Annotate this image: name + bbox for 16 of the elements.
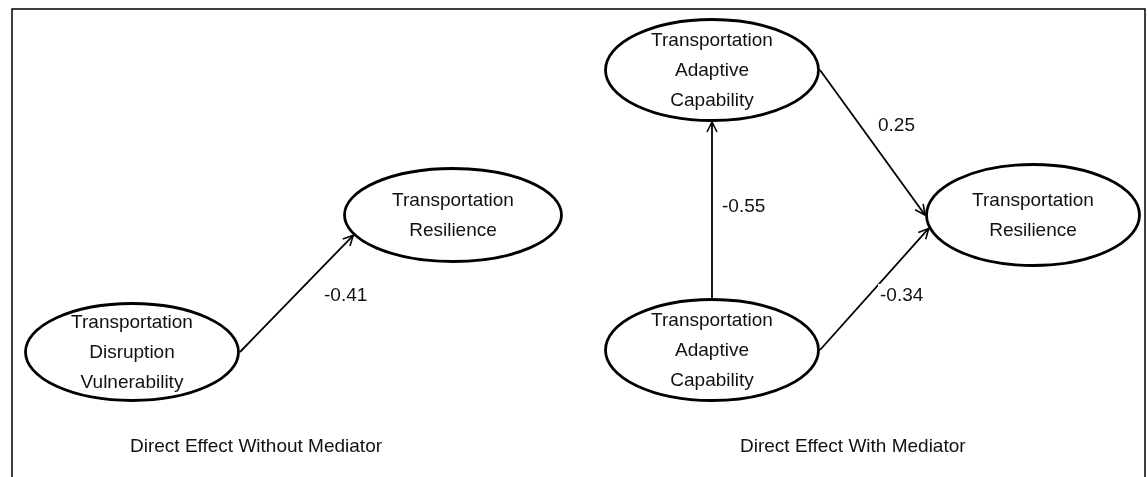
ellipse-node [925,163,1141,267]
node-label: Transportation Disruption Vulnerability [70,310,194,394]
ellipse-node [604,18,820,122]
ellipse-node [24,302,240,402]
ellipse-node [343,167,563,263]
arrow [819,69,926,216]
arrow [819,227,930,351]
panel-caption: Direct Effect Without Mediator [130,435,383,457]
node-label: Transportation Resilience [971,188,1095,242]
arrow [706,121,718,299]
node-label: Transportation Adaptive Capability [650,28,774,112]
node-label: Transportation Resilience [391,188,515,242]
ellipse-node [604,298,820,402]
panel-caption: Direct Effect With Mediator [740,435,966,457]
node-label: Transportation Adaptive Capability [650,308,774,392]
arrow [239,234,355,353]
